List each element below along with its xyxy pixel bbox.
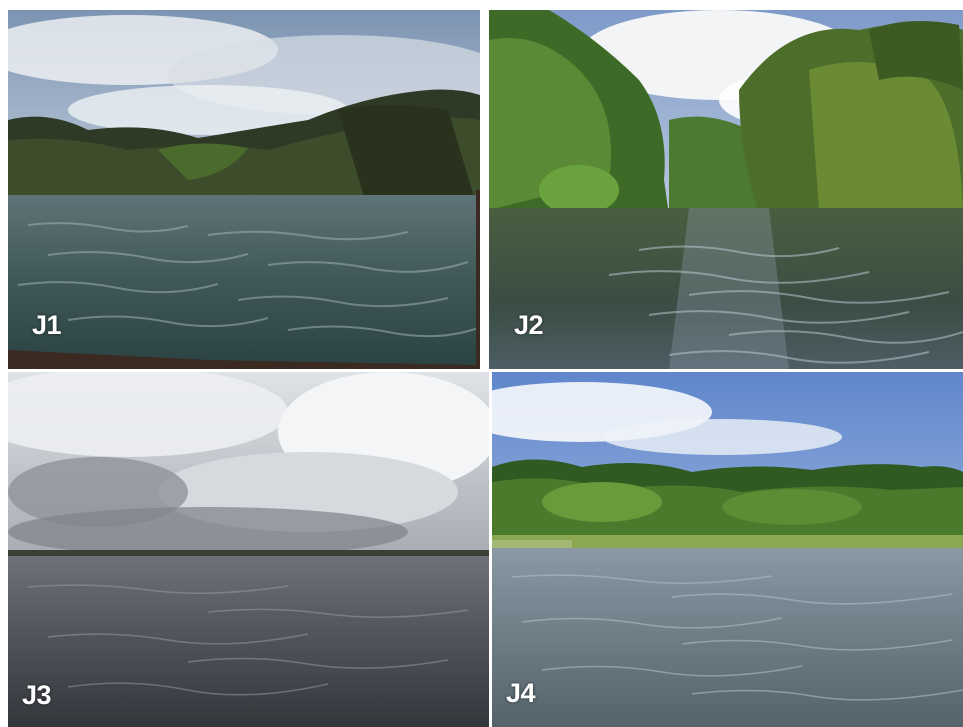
panel-label-j4: J4 [506, 678, 536, 708]
photo-j1 [8, 10, 480, 369]
panel-label-j3: J3 [22, 680, 52, 710]
photo-panel-j4: J4 [492, 372, 963, 727]
photo-panel-j1: J1 [8, 10, 480, 369]
panel-label-j1: J1 [32, 310, 62, 340]
photo-j2 [489, 10, 963, 369]
photo-panel-j2: J2 [489, 10, 963, 369]
photo-j3 [8, 372, 489, 727]
photo-panel-j3: J3 [8, 372, 489, 727]
photo-j4 [492, 372, 963, 727]
panel-label-j2: J2 [514, 310, 544, 340]
